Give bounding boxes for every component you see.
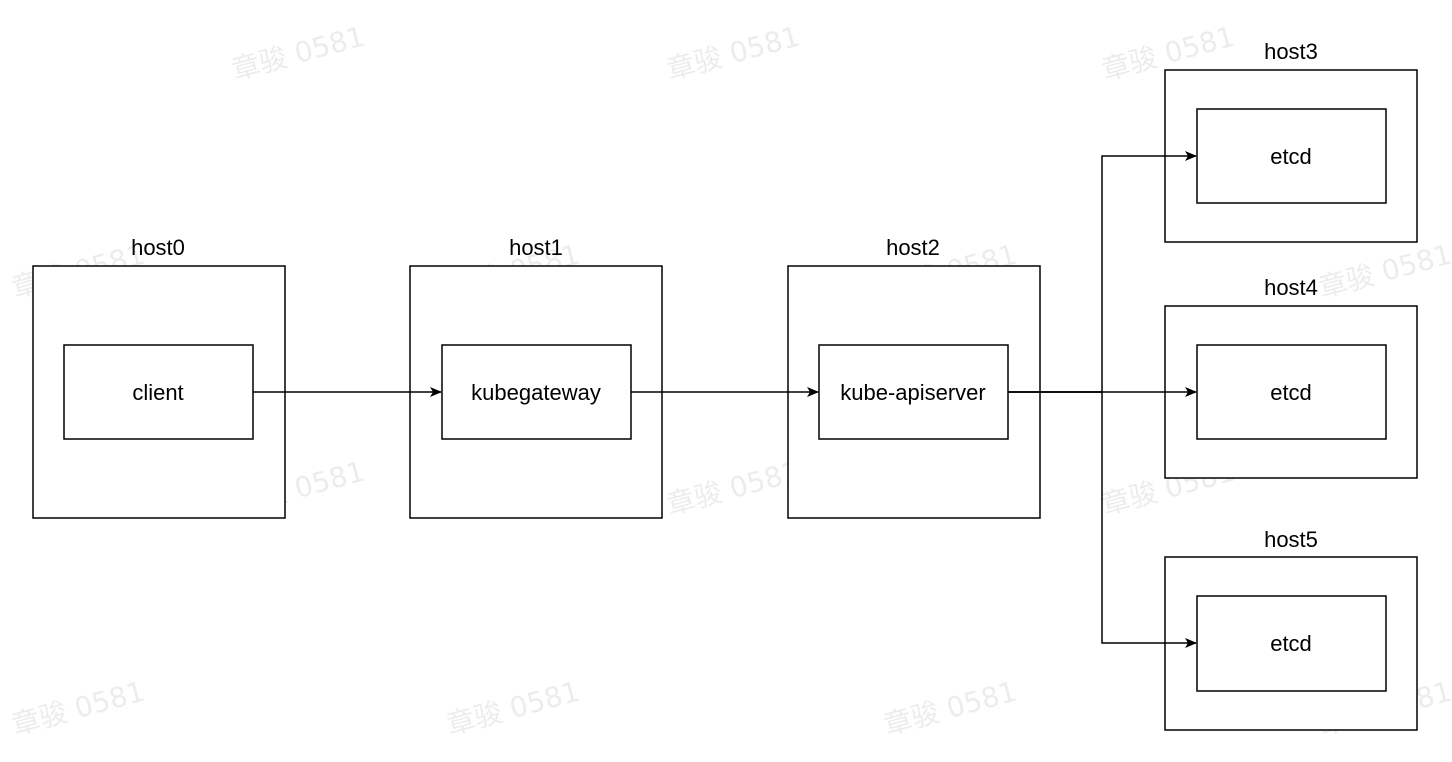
host2-node[interactable]: host2 kube-apiserver — [787, 235, 1041, 519]
watermark: 章骏 0581 — [443, 675, 583, 742]
service-label: client — [132, 380, 183, 405]
host-label: host0 — [131, 235, 185, 260]
service-label: kube-apiserver — [840, 380, 986, 405]
watermark: 章骏 0581 — [8, 675, 148, 742]
host3-node[interactable]: host3 etcd — [1164, 39, 1418, 243]
edges — [253, 151, 1197, 648]
service-node-client[interactable]: client — [63, 344, 254, 440]
watermark: 章骏 0581 — [228, 20, 368, 87]
service-box — [1196, 344, 1387, 440]
service-label: etcd — [1270, 631, 1312, 656]
host5-node[interactable]: host5 etcd — [1164, 527, 1418, 731]
service-box — [818, 344, 1009, 440]
host-label: host1 — [509, 235, 563, 260]
watermark: 章骏 0581 — [663, 20, 803, 87]
host-label: host3 — [1264, 39, 1318, 64]
service-node-etcd[interactable]: etcd — [1196, 595, 1387, 692]
service-box — [441, 344, 632, 440]
watermark: 章骏 0581 — [880, 675, 1020, 742]
service-label: etcd — [1270, 144, 1312, 169]
host4-node[interactable]: host4 etcd — [1164, 275, 1418, 479]
service-node-kube-apiserver[interactable]: kube-apiserver — [818, 344, 1009, 440]
host0-node[interactable]: host0 client — [32, 235, 286, 519]
edge-kube-apiserver-to-etcd-host5 — [1008, 391, 1197, 648]
service-label: etcd — [1270, 380, 1312, 405]
service-node-kubegateway[interactable]: kubegateway — [441, 344, 632, 440]
service-box — [63, 344, 254, 440]
host-label: host4 — [1264, 275, 1318, 300]
service-label: kubegateway — [471, 380, 601, 405]
watermark: 章骏 0581 — [663, 455, 803, 522]
service-node-etcd[interactable]: etcd — [1196, 108, 1387, 204]
service-box — [1196, 108, 1387, 204]
watermark: 章骏 0581 — [1315, 238, 1452, 305]
host-label: host2 — [886, 235, 940, 260]
service-box — [1196, 595, 1387, 692]
host1-node[interactable]: host1 kubegateway — [409, 235, 663, 519]
host-label: host5 — [1264, 527, 1318, 552]
service-node-etcd[interactable]: etcd — [1196, 344, 1387, 440]
